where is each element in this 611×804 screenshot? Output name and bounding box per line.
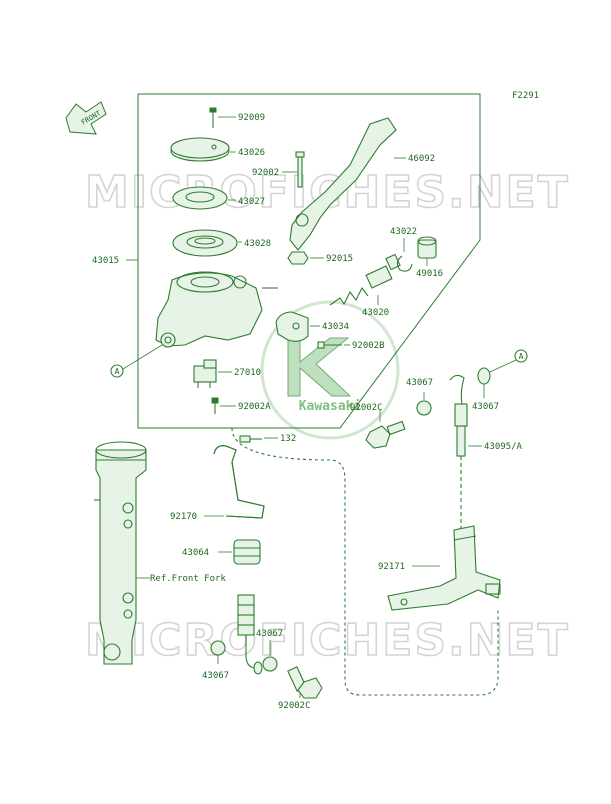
part-43022 [396, 255, 413, 272]
part-lower-hose-fitting [237, 594, 263, 675]
part-92002A-screw [211, 397, 219, 414]
label-43028: 43028 [244, 239, 271, 249]
label-92015: 92015 [326, 254, 353, 264]
part-92002C-bottom [287, 666, 323, 699]
part-43067-left [416, 400, 432, 416]
label-92002: 92002 [252, 168, 279, 178]
watermark-bottom: MICROFICHES.NET [85, 615, 570, 666]
label-43067-right: 43067 [472, 402, 499, 412]
front-fork-ref [94, 441, 147, 665]
diagram-code: F2291 [512, 91, 539, 101]
frame-box [137, 94, 481, 429]
part-43020-piston [329, 253, 401, 306]
part-92002B-bolt [317, 341, 342, 349]
part-46092 [289, 117, 397, 251]
part-43067-bottom [262, 656, 278, 672]
label-43020: 43020 [362, 308, 389, 318]
label-92002C-bottom: 92002C [278, 701, 311, 711]
part-27010-switch [193, 359, 217, 388]
label-43027: 43027 [238, 197, 265, 207]
part-92009 [209, 107, 217, 128]
label-49016: 49016 [416, 269, 443, 279]
label-43067-bottom: 43067 [256, 629, 283, 639]
part-43028 [172, 229, 238, 257]
kawasaki-logo: Kawasaki [260, 300, 400, 440]
label-46092: 46092 [408, 154, 435, 164]
label-43022: 43022 [390, 227, 417, 237]
part-43015-master-cylinder [155, 271, 278, 348]
part-92002C-top [365, 420, 406, 449]
part-92002 [295, 151, 305, 188]
label-43026: 43026 [238, 148, 265, 158]
label-92002A: 92002A [238, 402, 271, 412]
label-92009: 92009 [238, 113, 265, 123]
part-43064-grommet [233, 539, 261, 565]
label-92170: 92170 [170, 512, 197, 522]
part-43027 [172, 186, 228, 210]
part-43067-bottom-left [210, 640, 226, 656]
part-43067-right [477, 367, 491, 385]
hose-routing-line [231, 427, 499, 696]
ref-marker-a-left: A [110, 364, 124, 378]
svg-text:A: A [519, 352, 524, 361]
part-43034-clamp [275, 311, 309, 342]
part-49016-boot [417, 236, 437, 259]
label-43067-bottom-left: 43067 [202, 671, 229, 681]
label-92002C-top: 92002C [350, 403, 383, 413]
part-92170-clamp [213, 445, 265, 519]
part-92015 [287, 251, 309, 265]
part-132 [239, 435, 262, 443]
part-92171-bracket [387, 525, 501, 611]
ref-marker-a-right: A [514, 349, 528, 363]
label-43095A: 43095/A [484, 442, 523, 452]
frame-top [138, 93, 481, 115]
label-43067-left: 43067 [406, 378, 433, 388]
label-92002B: 92002B [352, 341, 385, 351]
front-arrow: FRONT [65, 101, 107, 135]
label-43064: 43064 [182, 548, 209, 558]
label-27010: 27010 [234, 368, 261, 378]
label-92171: 92171 [378, 562, 405, 572]
part-43095A-hose [449, 374, 468, 457]
svg-text:A: A [115, 367, 120, 376]
label-ref-front-fork: Ref.Front Fork [150, 574, 226, 584]
label-43015: 43015 [92, 256, 119, 266]
kawasaki-logo-text: Kawasaki [299, 399, 362, 414]
label-132: 132 [280, 434, 296, 444]
label-43034: 43034 [322, 322, 349, 332]
